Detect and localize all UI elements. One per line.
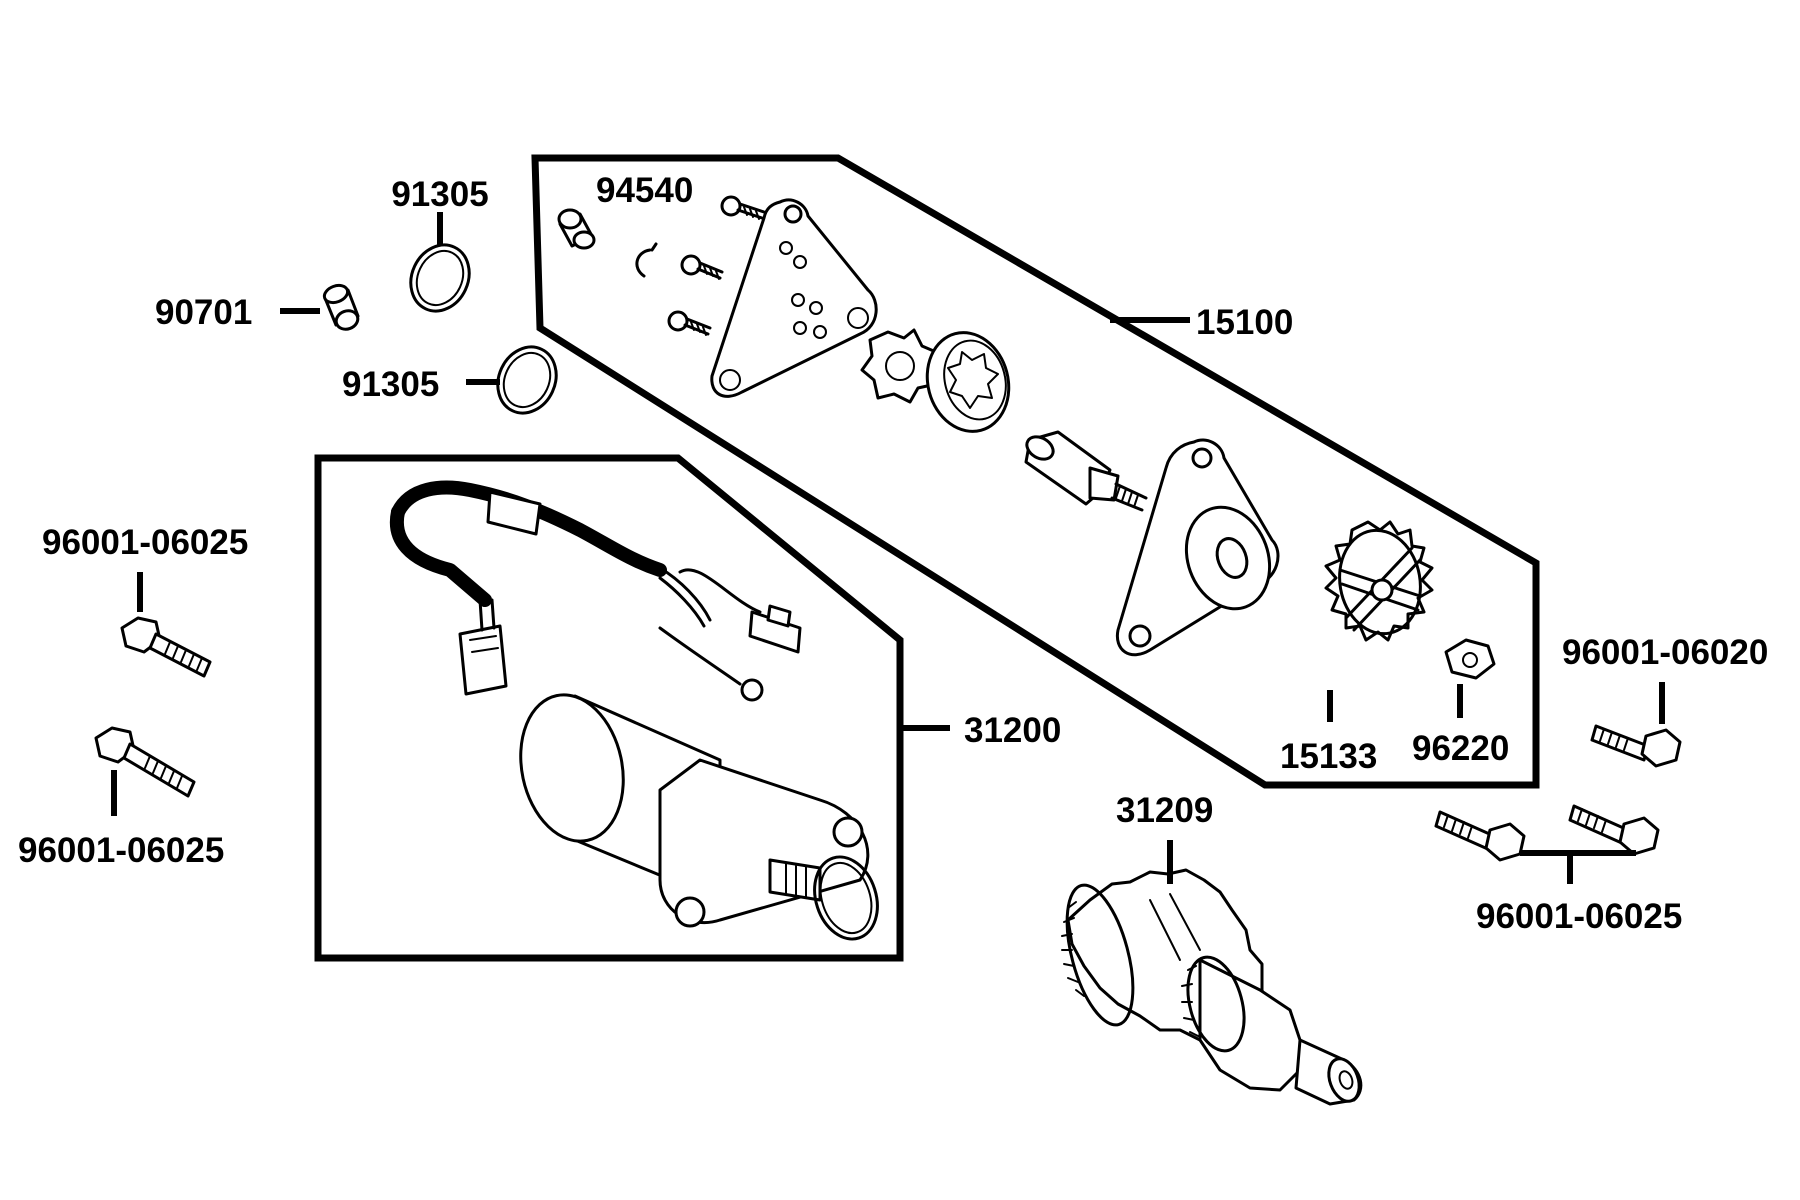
gear-assembly-box	[531, 154, 1540, 789]
bolt-right-pair-1	[1434, 810, 1526, 862]
nut-part	[1444, 638, 1496, 680]
label-cap: 90701	[155, 293, 252, 332]
starter-motor-box	[314, 454, 904, 962]
drive-shaft	[1024, 430, 1148, 512]
bolt-left-top	[120, 616, 212, 678]
label-clip: 94540	[596, 171, 693, 210]
label-bolts-right-pair: 96001-06025	[1476, 897, 1682, 936]
starter-motor	[389, 480, 879, 941]
label-ring-top: 91305	[391, 175, 488, 214]
label-sprocket: 15133	[1280, 737, 1377, 776]
rotor-ring	[925, 331, 1011, 433]
bolt-right-pair-2	[1568, 804, 1660, 856]
label-gear-assembly: 15100	[1196, 303, 1293, 342]
star-gear	[860, 328, 938, 404]
label-bolt-right: 96001-06020	[1562, 633, 1768, 672]
gear-assembly-parts	[557, 195, 1496, 680]
label-nut: 96220	[1412, 729, 1509, 768]
label-bolt-left-top: 96001-06025	[42, 523, 248, 562]
label-bolt-left-bottom: 96001-06025	[18, 831, 224, 870]
screw-2	[680, 254, 724, 280]
mounting-plate-front	[710, 198, 878, 398]
o-ring-bottom	[496, 345, 558, 415]
o-ring-top	[409, 243, 471, 313]
label-starter-motor: 31200	[964, 711, 1061, 750]
label-ring-bottom: 91305	[342, 365, 439, 404]
starter-clutch	[1061, 868, 1363, 1106]
bolt-right	[1590, 724, 1682, 768]
leader-lines	[111, 212, 1665, 884]
part-labels: 91305 90701 91305 94540 15100 31200 9600…	[18, 171, 1768, 936]
screw-1	[720, 195, 766, 220]
screw-3	[667, 310, 712, 336]
cap-part	[322, 283, 360, 331]
sprocket-part	[1324, 520, 1434, 642]
mounting-plate-rear	[1115, 438, 1280, 657]
label-starter-clutch: 31209	[1116, 791, 1213, 830]
bolt-left-bottom	[94, 726, 196, 798]
